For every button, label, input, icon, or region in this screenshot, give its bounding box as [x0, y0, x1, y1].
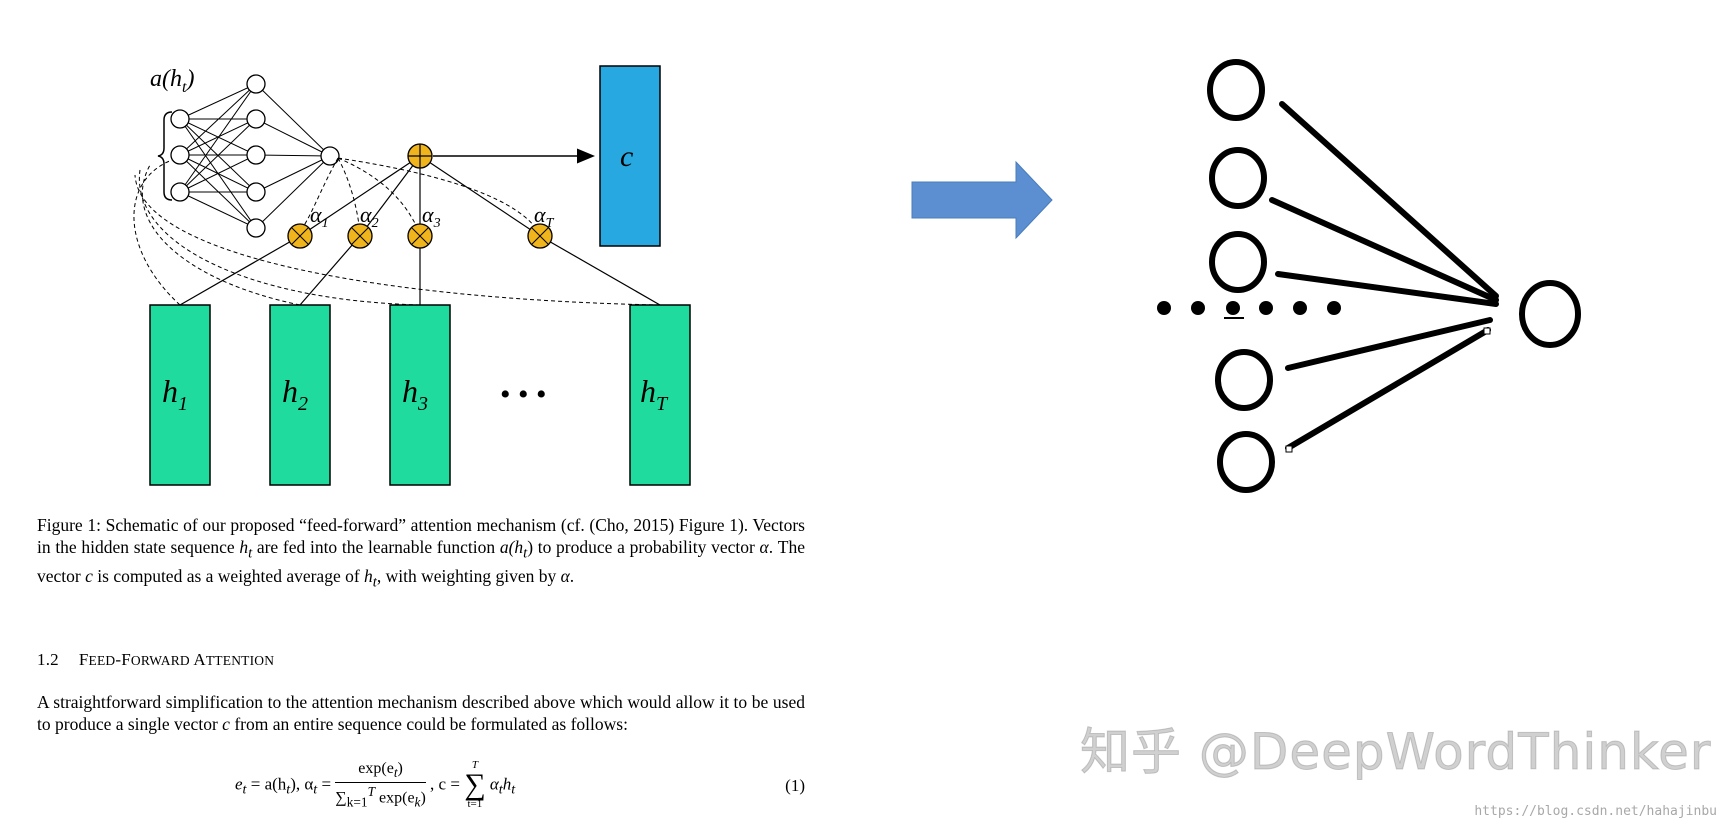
section-title: FEED-FORWARD ATTENTION — [78, 650, 275, 669]
network-lines — [1269, 101, 1499, 451]
hidden-label: h3 — [402, 373, 428, 415]
softmax-fraction: exp(et) ∑k=1T exp(ek) — [335, 760, 426, 810]
body-paragraph: A straightforward simplification to the … — [37, 692, 805, 734]
hidden-node — [246, 74, 266, 94]
input-brace — [157, 111, 173, 201]
dashed-connections — [133, 157, 661, 306]
multiply-operator — [287, 223, 313, 249]
alpha-label: α3 — [422, 202, 441, 231]
watermark: 知乎 @DeepWordThinker — [1079, 723, 1712, 782]
network-circles — [1207, 59, 1581, 493]
output-node — [320, 146, 340, 166]
input-circle — [1217, 431, 1275, 493]
input-node — [170, 109, 190, 129]
context-box — [599, 65, 661, 247]
section-number: 1.2 — [37, 650, 59, 669]
input-node — [170, 182, 190, 202]
handle-square — [1483, 327, 1491, 335]
input-circle — [1215, 349, 1273, 411]
hidden-node — [246, 182, 266, 202]
transform-arrow-icon — [911, 160, 1053, 240]
hidden-box — [149, 304, 211, 486]
alpha-label: α1 — [310, 202, 329, 231]
alpha-label: αT — [534, 202, 555, 231]
multiply-operators — [287, 223, 553, 249]
sum-operator — [407, 143, 433, 169]
hidden-box — [389, 304, 451, 486]
hidden-node — [246, 145, 266, 165]
alpha-labels: α1 α2 α3 αT — [310, 202, 555, 231]
hidden-box — [629, 304, 691, 486]
multiply-operator — [407, 223, 433, 249]
equation-number: (1) — [785, 776, 805, 795]
alpha-label: α2 — [360, 202, 379, 231]
summation: T ∑ t=1 — [464, 759, 486, 811]
ellipsis-dots — [1157, 301, 1341, 315]
handle-square — [1285, 445, 1293, 453]
hidden-labels: h1 h2 h3 hT — [162, 373, 669, 415]
hidden-box — [269, 304, 331, 486]
section-heading: 1.2 FEED-FORWARD ATTENTION — [37, 650, 274, 670]
equation-body: et = a(ht), αt = exp(et) ∑k=1T exp(ek) ,… — [235, 759, 516, 811]
ellipsis: • • • — [500, 378, 547, 411]
input-circle — [1209, 147, 1267, 209]
hidden-node — [246, 109, 266, 129]
hidden-label: h2 — [282, 373, 308, 415]
source-url: https://blog.csdn.net/hahajinbu — [1474, 804, 1717, 819]
context-label: c — [620, 140, 633, 173]
network-nodes — [170, 74, 340, 238]
hidden-label: hT — [640, 373, 669, 415]
simplified-network — [1157, 59, 1581, 493]
output-circle — [1519, 280, 1581, 348]
hidden-boxes — [149, 304, 691, 486]
input-node — [170, 145, 190, 165]
multiply-operator — [347, 223, 373, 249]
hidden-node — [246, 218, 266, 238]
multiply-operator — [527, 223, 553, 249]
input-circle — [1207, 59, 1265, 121]
input-circle — [1209, 231, 1267, 293]
network-edges — [179, 83, 331, 229]
input-label: a(ht) — [150, 66, 194, 96]
equation-1: et = a(ht), αt = exp(et) ∑k=1T exp(ek) ,… — [235, 752, 805, 822]
figure-caption: Figure 1: Schematic of our proposed “fee… — [37, 515, 805, 590]
hidden-label: h1 — [162, 373, 188, 415]
